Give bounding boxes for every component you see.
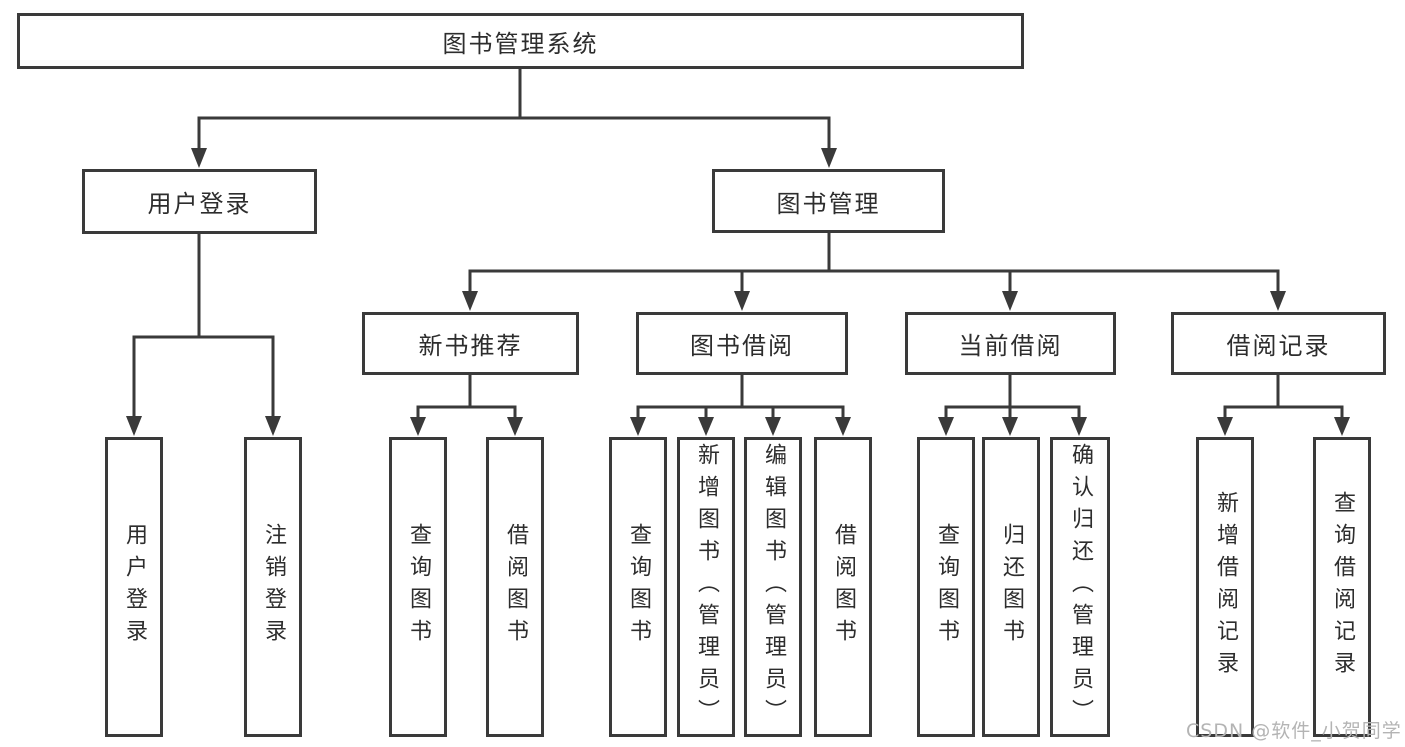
- leaf-query-books-recommend: 查询图书: [389, 437, 447, 737]
- leaf-add-borrow-record: 新增借阅记录: [1196, 437, 1254, 737]
- node-user-login: 用户登录: [82, 169, 317, 234]
- leaf-confirm-return-admin: 确认归还（管理员）: [1050, 437, 1110, 737]
- connector-user-login-to-leaves: [126, 234, 281, 436]
- leaf-borrow-books-borrow-label: 借阅图书: [831, 523, 856, 651]
- node-borrow-records: 借阅记录: [1171, 312, 1386, 375]
- leaf-query-borrow-record-label: 查询借阅记录: [1330, 491, 1355, 683]
- node-book-management: 图书管理: [712, 169, 945, 233]
- leaf-query-books-current-label: 查询图书: [934, 523, 959, 651]
- leaf-logout: 注销登录: [244, 437, 302, 737]
- leaf-borrow-books-borrow: 借阅图书: [814, 437, 872, 737]
- node-root: 图书管理系统: [17, 13, 1024, 69]
- leaf-query-books-recommend-label: 查询图书: [406, 523, 431, 651]
- connector-book-mgmt-to-level3: [462, 233, 1286, 311]
- leaf-return-books-label: 归还图书: [999, 523, 1024, 651]
- connector-root-to-level2: [191, 69, 837, 168]
- node-book-borrow: 图书借阅: [636, 312, 848, 375]
- leaf-add-books-admin: 新增图书（管理员）: [677, 437, 735, 737]
- leaf-return-books: 归还图书: [982, 437, 1040, 737]
- leaf-query-books-current: 查询图书: [917, 437, 975, 737]
- node-current-borrow: 当前借阅: [905, 312, 1116, 375]
- leaf-query-books-borrow-label: 查询图书: [626, 523, 651, 651]
- connector-current-borrow-to-leaves: [938, 375, 1087, 436]
- leaf-confirm-return-admin-label: 确认归还（管理员）: [1068, 443, 1093, 731]
- leaf-borrow-books-recommend-label: 借阅图书: [503, 523, 528, 651]
- connector-new-book-to-leaves: [410, 375, 523, 436]
- leaf-user-login-label: 用户登录: [122, 523, 147, 651]
- connector-borrow-records-to-leaves: [1217, 375, 1350, 436]
- leaf-edit-books-admin-label: 编辑图书（管理员）: [761, 443, 786, 731]
- node-new-book-recommend: 新书推荐: [362, 312, 579, 375]
- leaf-user-login: 用户登录: [105, 437, 163, 737]
- leaf-add-borrow-record-label: 新增借阅记录: [1213, 491, 1238, 683]
- connector-book-borrow-to-leaves: [630, 375, 851, 436]
- leaf-edit-books-admin: 编辑图书（管理员）: [744, 437, 802, 737]
- csdn-watermark: CSDN @软件_小贺同学: [1186, 720, 1402, 742]
- leaf-query-borrow-record: 查询借阅记录: [1313, 437, 1371, 737]
- leaf-logout-label: 注销登录: [261, 523, 286, 651]
- leaf-borrow-books-recommend: 借阅图书: [486, 437, 544, 737]
- leaf-query-books-borrow: 查询图书: [609, 437, 667, 737]
- leaf-add-books-admin-label: 新增图书（管理员）: [694, 443, 719, 731]
